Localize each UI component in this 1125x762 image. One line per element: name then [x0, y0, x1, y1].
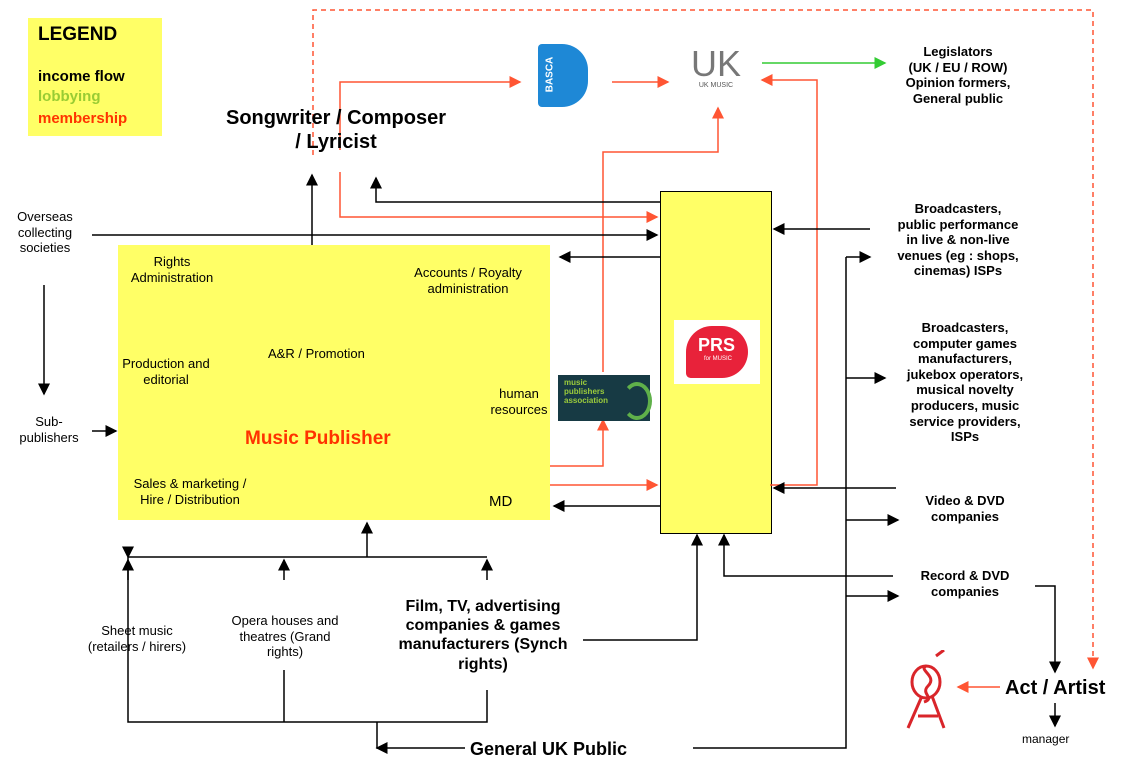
sales-label: Sales & marketing / Hire / Distribution: [133, 476, 247, 507]
bus-to-sheetmusic-arrow: [122, 546, 375, 723]
prs-logo-subtext: for MUSIC: [704, 356, 733, 362]
artist-logo-icon: [906, 650, 946, 729]
legend-membership: membership: [38, 110, 128, 127]
production-label: Production and editorial: [122, 356, 210, 387]
prs-logo-shape: [686, 326, 748, 378]
record-dvd-label: Record & DVD companies: [920, 568, 1010, 599]
public-spine-line: [693, 257, 847, 749]
legend-title: LEGEND: [38, 24, 118, 45]
human-resources-label: human resources: [490, 386, 548, 417]
music-publisher-box: [118, 245, 550, 520]
subpublishers-label: Sub- publishers: [19, 414, 79, 445]
ukmusic-logo: UK UK MUSIC: [686, 46, 746, 90]
opera-label: Opera houses and theatres (Grand rights): [231, 613, 339, 660]
film-to-prs-arrow: [583, 533, 703, 641]
mpa-logo: music publishers association: [558, 375, 652, 421]
prs-logo: PRS for MUSIC: [674, 320, 760, 384]
mpa-to-ukmusic-arrow: [602, 106, 724, 372]
legend-box: [28, 18, 162, 136]
general-public-label: General UK Public: [470, 739, 628, 759]
manager-label: manager: [1022, 732, 1070, 746]
basca-logo-text: BASCA: [544, 56, 556, 93]
legend-lobbying: lobbying: [38, 88, 101, 105]
overseas-label: Overseas collecting societies: [17, 209, 73, 256]
md-label: MD: [489, 493, 513, 510]
sheet-music-label: Sheet music (retailers / hirers): [87, 623, 187, 654]
prs-logo-text: PRS: [698, 335, 736, 355]
record-to-act-arrow: [1035, 585, 1061, 674]
ukmusic-logo-text: UK MUSIC: [698, 82, 734, 89]
video-dvd-label: Video & DVD companies: [925, 493, 1005, 524]
membership-dashed-arrow: [312, 9, 1099, 670]
film-tv-label: Film, TV, advertising companies & games …: [398, 598, 568, 673]
songwriter-to-basca-arrow: [339, 76, 522, 150]
publisher-to-mpa-arrow: [550, 418, 609, 467]
prs-to-ukmusic-arrow: [760, 74, 818, 486]
music-publisher-title: Music Publisher: [245, 428, 391, 449]
rights-admin-label: Rights Administration: [130, 254, 214, 285]
record-to-prs-arrow: [718, 533, 893, 577]
broadcasters-public-label: Broadcasters, public performance in live…: [897, 201, 1019, 279]
act-artist-label: Act / Artist: [1005, 677, 1106, 699]
public-to-users-arrow: [376, 722, 465, 749]
mpa-logo-text: music publishers association: [564, 378, 609, 405]
accounts-label: Accounts / Royalty administration: [414, 265, 522, 296]
legend-income: income flow: [38, 68, 125, 85]
ukmusic-logo-mark: UK: [690, 43, 741, 84]
prs-to-songwriter-arrow: [370, 176, 660, 203]
mpa-logo-ring: [622, 382, 652, 420]
broadcasters-games-label: Broadcasters, computer games manufacture…: [906, 320, 1024, 445]
ar-promotion-label: A&R / Promotion: [268, 346, 365, 361]
songwriter-label: Songwriter / Composer / Lyricist: [225, 107, 447, 153]
songwriter-to-prs-arrow: [339, 172, 659, 223]
film-down-line: [375, 690, 488, 723]
legislators-label: Legislators (UK / EU / ROW) Opinion form…: [905, 44, 1011, 106]
basca-logo: BASCA: [538, 44, 588, 107]
